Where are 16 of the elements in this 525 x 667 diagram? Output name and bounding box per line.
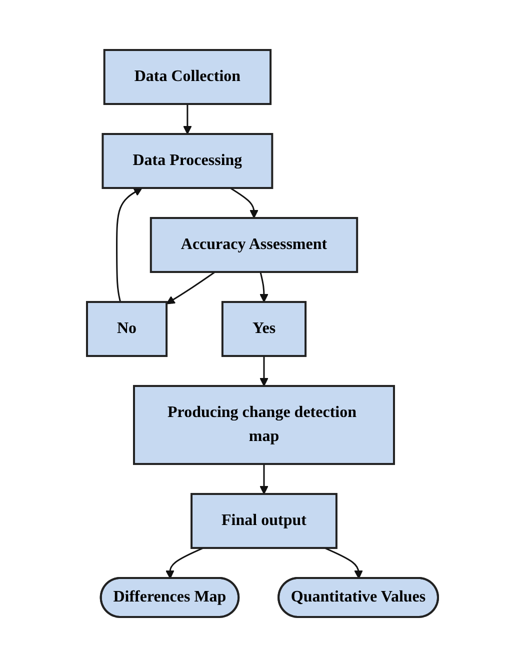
arrow [260,272,268,302]
node-box: Data Collection [103,49,272,105]
arrow [230,187,258,218]
arrow [116,188,142,302]
arrow [260,356,268,386]
node-box: Final output [190,493,338,549]
node-box: Accuracy Assessment [150,217,358,273]
arrow [260,464,268,494]
arrow [166,271,216,304]
node-box: Yes [221,301,307,357]
node-box: Producing change detection map [133,385,395,465]
arrow [324,547,363,579]
node-box: Data Processing [102,133,274,189]
node-box: No [86,301,168,357]
arrow [166,547,204,579]
arrow [183,104,192,134]
